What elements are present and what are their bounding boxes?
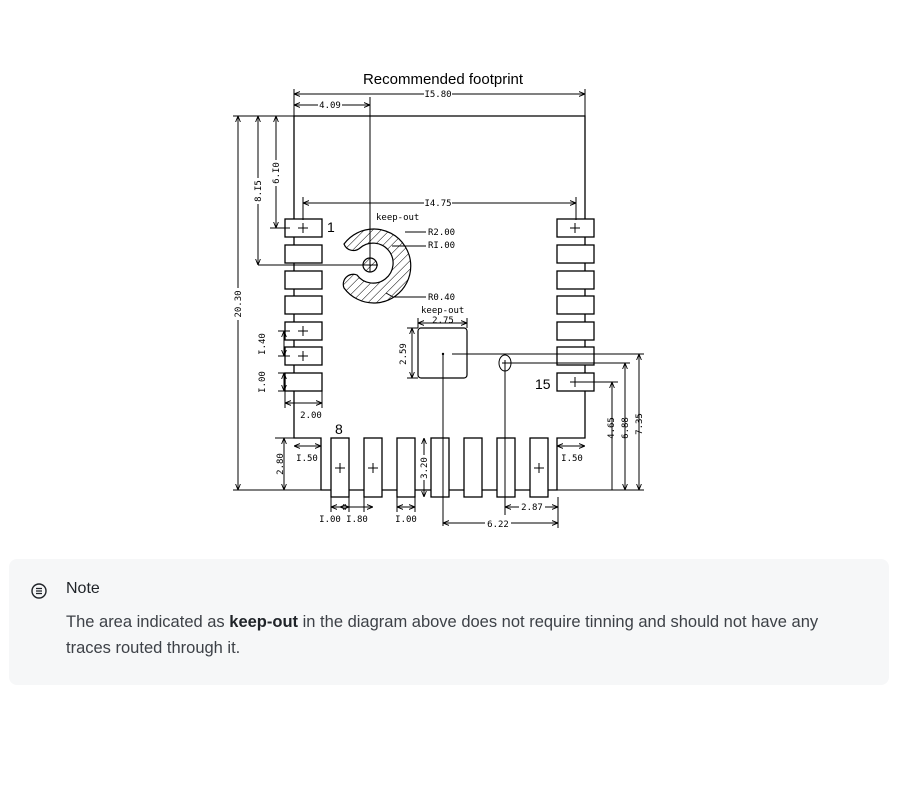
dim-4-09: 4.09 bbox=[319, 101, 341, 111]
dim-14-75: I4.75 bbox=[424, 199, 451, 209]
right-pads bbox=[556, 218, 595, 392]
keepout-label-top: keep-out bbox=[376, 213, 419, 223]
dim-1-00-vertical: I.00 bbox=[258, 371, 268, 393]
footprint-diagram: Recommended footprint 1 8 15 bbox=[233, 71, 645, 530]
note-text-bold: keep-out bbox=[229, 613, 299, 631]
radius-r040-label: R0.40 bbox=[428, 293, 455, 303]
note-text: The area indicated as keep-out in the di… bbox=[66, 609, 866, 661]
dim-2-00: 2.00 bbox=[300, 411, 322, 421]
pin-15-label: 15 bbox=[535, 376, 551, 392]
dim-20-30: 20.30 bbox=[234, 290, 244, 317]
dim-1-00-b: I.00 bbox=[395, 515, 417, 525]
dim-2-75: 2.75 bbox=[432, 316, 454, 326]
dim-2-87: 2.87 bbox=[521, 503, 543, 513]
dim-2-59: 2.59 bbox=[399, 343, 409, 365]
note-text-before: The area indicated as bbox=[66, 613, 230, 631]
dim-6-10: 6.I0 bbox=[272, 162, 282, 184]
list-circle-icon bbox=[31, 583, 47, 599]
dim-1-80: I.80 bbox=[346, 515, 368, 525]
dim-6-22: 6.22 bbox=[487, 520, 509, 530]
note-text-after: in the diagram above does not require ti… bbox=[66, 613, 819, 657]
dim-7-35: 7.35 bbox=[635, 413, 645, 435]
radius-r200-label: R2.00 bbox=[428, 228, 455, 238]
keepout-label-mid: keep-out bbox=[421, 306, 464, 316]
dim-1-00-a: I.00 bbox=[319, 515, 341, 525]
dim-1-50-right: I.50 bbox=[561, 454, 583, 464]
pin-1-label: 1 bbox=[327, 219, 335, 235]
pin-8-label: 8 bbox=[335, 421, 343, 437]
dim-8-15: 8.I5 bbox=[254, 180, 264, 202]
dim-15-80: I5.80 bbox=[424, 90, 451, 100]
dim-4-65: 4.65 bbox=[607, 417, 617, 439]
bottom-pads bbox=[330, 437, 549, 498]
keepout-antenna-area bbox=[258, 97, 426, 304]
dim-1-50-left: I.50 bbox=[296, 454, 318, 464]
diagram-title: Recommended footprint bbox=[363, 71, 524, 88]
dim-3-20: 3.20 bbox=[420, 457, 430, 479]
dim-2-80: 2.80 bbox=[276, 453, 286, 475]
dim-6-88: 6.88 bbox=[621, 417, 631, 439]
note-title: Note bbox=[66, 580, 100, 597]
dim-1-40: I.40 bbox=[258, 333, 268, 355]
note-callout: Note The area indicated as keep-out in t… bbox=[9, 559, 889, 685]
radius-r100-label: RI.00 bbox=[428, 241, 455, 251]
left-pads bbox=[284, 218, 323, 392]
